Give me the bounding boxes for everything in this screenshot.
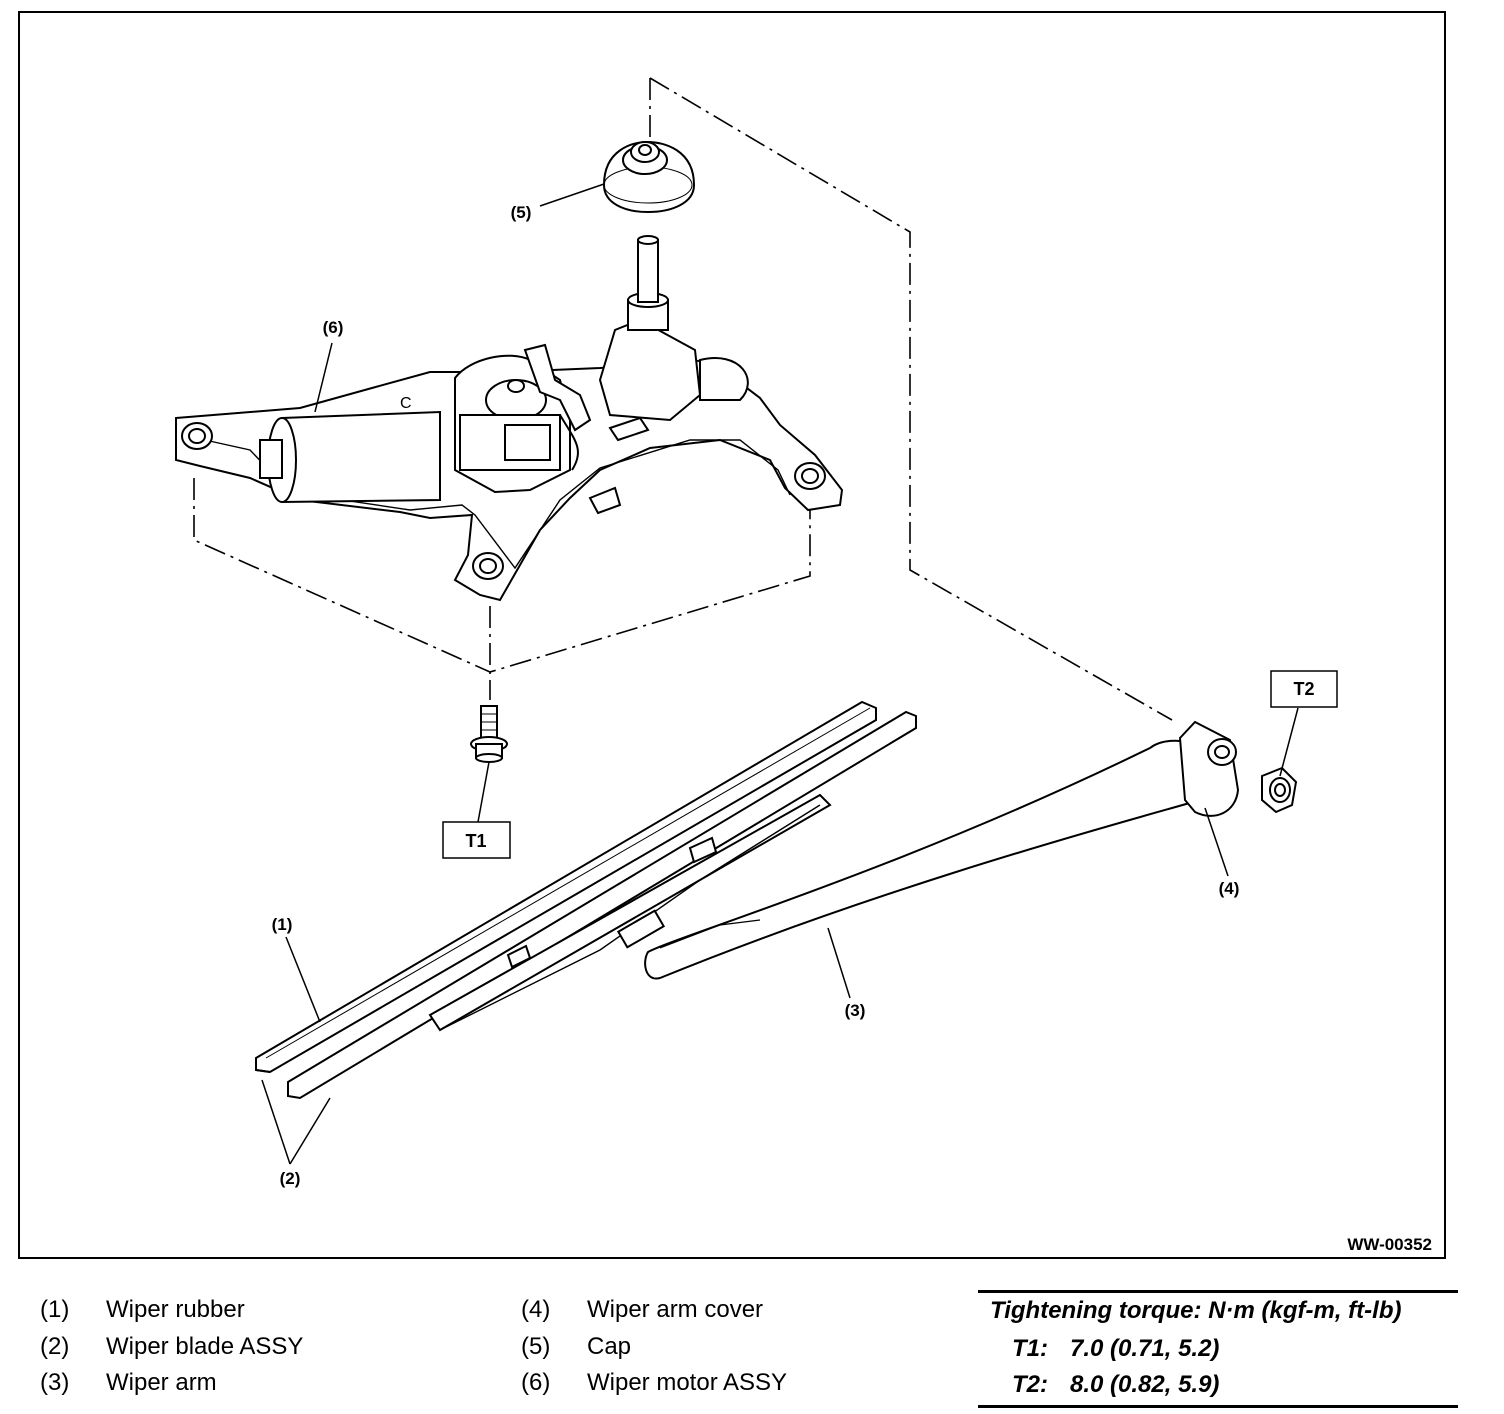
callout-3: (3) — [845, 1001, 866, 1020]
legend-num: (5) — [521, 1333, 551, 1360]
torque-title: Tightening torque: N·m (kgf-m, ft-lb) — [990, 1297, 1402, 1324]
callout-4: (4) — [1219, 879, 1240, 898]
legend-label: Wiper blade ASSY — [106, 1333, 304, 1360]
figure-id: WW-00352 — [1347, 1235, 1432, 1254]
nut-t2 — [1261, 766, 1298, 814]
leader-lines — [261, 183, 1299, 1165]
bolt-t1 — [470, 705, 508, 763]
legend-label: Wiper rubber — [106, 1296, 245, 1323]
callout-6: (6) — [323, 318, 344, 337]
legend-num: (3) — [40, 1369, 70, 1396]
callout-5: (5) — [511, 203, 532, 222]
svg-text:C: C — [400, 395, 412, 412]
callout-1: (1) — [272, 915, 293, 934]
diagram-frame — [18, 11, 1446, 1259]
assembly-lines — [193, 77, 1173, 721]
legend-num: (6) — [521, 1369, 551, 1396]
callout-2: (2) — [280, 1169, 301, 1188]
torque-value: 8.0 (0.82, 5.9) — [1070, 1371, 1220, 1398]
cap-part — [602, 140, 696, 214]
legend-label: Wiper arm cover — [587, 1296, 764, 1323]
legend-num: (2) — [40, 1333, 70, 1360]
wiper-motor-part: C — [175, 235, 844, 602]
torque-box-t1 — [442, 821, 511, 859]
torque-key: T1: — [1012, 1335, 1048, 1362]
legend-label: Cap — [587, 1333, 632, 1360]
torque-key: T2: — [1012, 1371, 1048, 1398]
legend-label: Wiper motor ASSY — [587, 1369, 788, 1396]
legend-num: (4) — [521, 1296, 551, 1323]
torque-table: Tightening torque: N·m (kgf-m, ft-lb) T1… — [978, 1290, 1458, 1408]
exploded-diagram: C — [18, 11, 1446, 1259]
torque-box-t1-label: T1 — [465, 831, 486, 851]
torque-value: 7.0 (0.71, 5.2) — [1070, 1335, 1220, 1362]
wiper-arm-part — [644, 720, 1240, 980]
wiper-blade-part — [255, 700, 917, 1100]
torque-box-t2 — [1270, 670, 1338, 708]
legend-num: (1) — [40, 1296, 70, 1323]
torque-box-t2-label: T2 — [1293, 679, 1314, 699]
legend-label: Wiper arm — [106, 1369, 217, 1396]
